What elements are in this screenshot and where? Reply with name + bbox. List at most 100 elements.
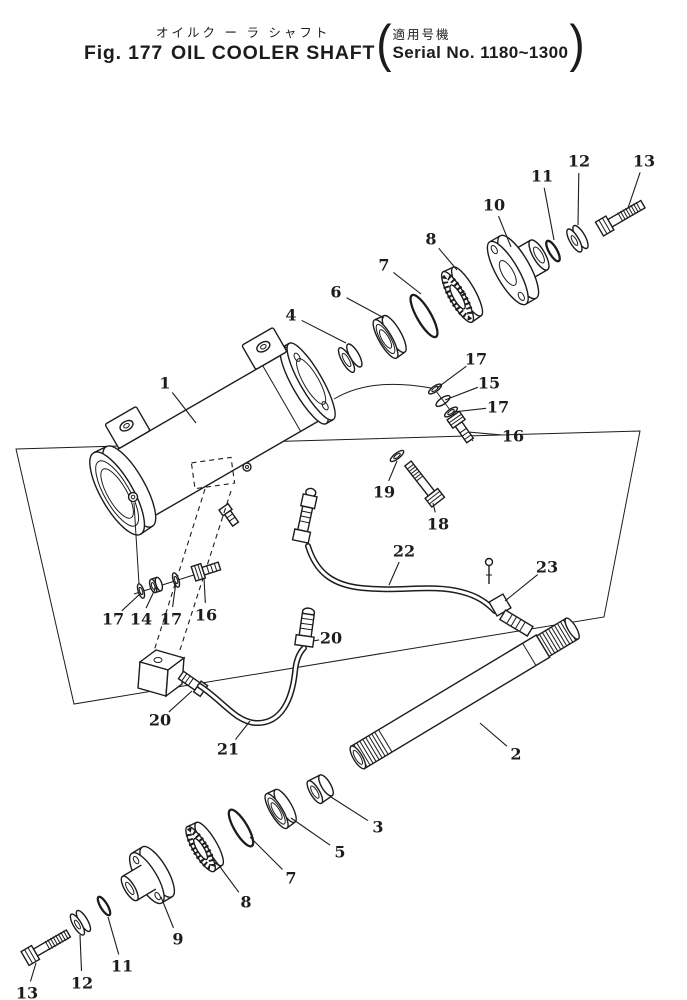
- hose-22: [305, 543, 498, 614]
- part-1-housing: [89, 327, 336, 536]
- washer-17-d: [171, 572, 181, 588]
- leader-line: [479, 722, 508, 747]
- part-label-17: 17: [465, 350, 487, 369]
- figure-title: オイルク ー ラ シャフト Fig. 177 OIL COOLER SHAFT (…: [84, 13, 586, 72]
- title-english: OIL COOLER SHAFT: [171, 42, 376, 64]
- leader-line: [107, 916, 120, 955]
- leader-line: [172, 581, 177, 608]
- part-8-bearing-race: [440, 266, 484, 324]
- mounting-tab-left: [104, 406, 151, 449]
- housing-plug: [127, 491, 139, 503]
- part-12-washer-lower: [69, 909, 92, 936]
- part-label-18: 18: [427, 515, 449, 534]
- bolt-16-left: [190, 561, 222, 582]
- title-block: オイルク ー ラ シャフト Fig. 177 OIL COOLER SHAFT: [84, 22, 375, 65]
- spring-washer-15: [435, 394, 451, 408]
- leader-line: [171, 392, 197, 424]
- open-paren: (: [376, 13, 392, 72]
- part-label-13: 13: [16, 984, 38, 1000]
- leader-line: [121, 592, 142, 612]
- bolt-18: [403, 460, 446, 509]
- leader-line: [160, 896, 175, 929]
- part-10-coupling-hub: [486, 234, 550, 306]
- part-label-11: 11: [531, 167, 553, 186]
- part-label-8: 8: [425, 230, 436, 249]
- leader-line: [467, 431, 502, 436]
- leader-line: [388, 561, 400, 586]
- cluster-leader-curve: [333, 383, 432, 400]
- part-label-5: 5: [334, 843, 345, 862]
- part-4-washer: [337, 343, 363, 374]
- leader-line: [249, 836, 283, 870]
- leader-line: [168, 690, 193, 713]
- leader-line: [330, 796, 369, 822]
- part-label-17: 17: [102, 610, 124, 629]
- plug-under-housing: [218, 502, 240, 528]
- washer-17-c: [136, 583, 146, 599]
- leader-line: [444, 386, 479, 401]
- part-label-19: 19: [373, 483, 395, 502]
- leader-line: [388, 460, 398, 482]
- serial-label-jp: 適用号機: [392, 28, 451, 42]
- part-label-16: 16: [195, 606, 217, 625]
- part-label-9: 9: [172, 930, 183, 949]
- serial-block: 適用号機 Serial No. 1180~1300: [393, 24, 569, 63]
- part-label-7: 7: [285, 869, 296, 888]
- leader-line: [346, 297, 385, 319]
- title-katakana: オイルク ー ラ シャフト: [156, 26, 331, 40]
- hose-fitting-on-housing: [291, 487, 318, 544]
- part-label-13: 13: [633, 152, 655, 171]
- screw-23: [484, 557, 494, 584]
- figure-number: Fig. 177: [84, 42, 164, 64]
- leader-line: [29, 962, 37, 982]
- part-6-bearing: [372, 314, 407, 360]
- part-label-1: 1: [159, 374, 170, 393]
- part-13-bolt-top: [594, 199, 646, 237]
- leader-line: [432, 502, 436, 513]
- hose-21: [197, 645, 307, 727]
- part-3-spacer: [306, 774, 334, 805]
- leader-line: [203, 577, 206, 604]
- guide-line-a: [153, 488, 206, 652]
- part-9-coupling-hub: [120, 845, 176, 905]
- part-7-snap-ring: [409, 293, 439, 339]
- bolt-16-right: [446, 410, 475, 444]
- part-label-14: 14: [130, 610, 152, 629]
- washer-19: [389, 449, 405, 463]
- leader-line: [145, 586, 157, 609]
- part-label-12: 12: [568, 152, 590, 171]
- leader-line: [211, 855, 240, 893]
- part-label-10: 10: [483, 196, 505, 215]
- part-14-bushing: [148, 576, 164, 594]
- leader-line: [290, 817, 331, 846]
- leader-line: [577, 172, 580, 226]
- part-7-snap-ring-lower: [227, 808, 255, 848]
- part-2-shaft: [349, 617, 580, 770]
- part-label-6: 6: [330, 283, 341, 302]
- part-label-8: 8: [240, 893, 251, 912]
- leader-line: [497, 215, 512, 248]
- part-label-7: 7: [378, 256, 389, 275]
- elbow-block: [137, 649, 186, 698]
- leader-line: [393, 271, 422, 295]
- part-label-11: 11: [111, 957, 133, 976]
- mounting-tab-right: [241, 327, 287, 370]
- washer-17-a: [427, 383, 443, 395]
- part-label-15: 15: [478, 374, 500, 393]
- close-paren: ): [569, 13, 585, 72]
- washer-17-b: [443, 406, 459, 418]
- part-label-22: 22: [393, 542, 415, 561]
- leader-line: [504, 574, 539, 602]
- hidden-port-outline: [190, 456, 236, 490]
- part-label-2: 2: [510, 745, 521, 764]
- leader-line: [452, 407, 487, 413]
- part-label-17: 17: [487, 398, 509, 417]
- part-label-20: 20: [320, 629, 342, 648]
- title-english-line: Fig. 177 OIL COOLER SHAFT: [84, 42, 375, 65]
- part-label-16: 16: [502, 427, 524, 446]
- housing-surface-plug: [242, 462, 252, 472]
- fitting-23: [488, 593, 534, 637]
